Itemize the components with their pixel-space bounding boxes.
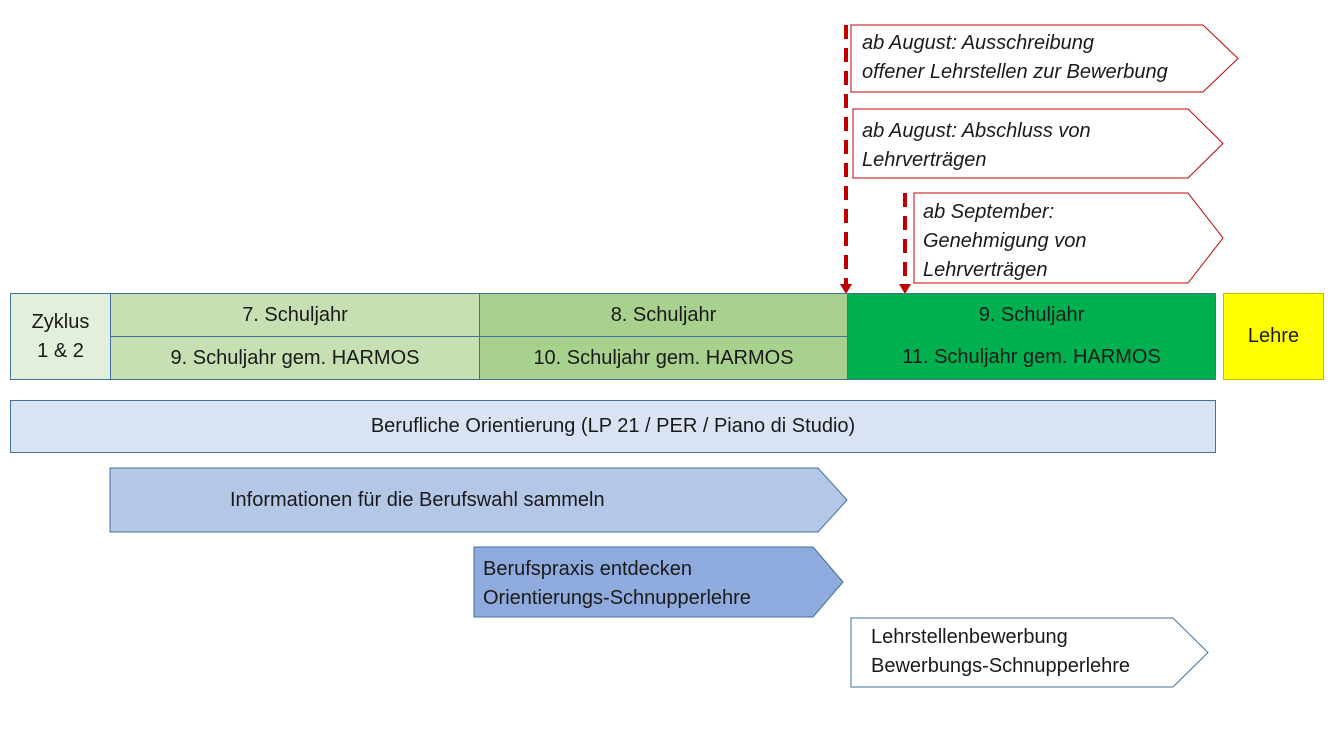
orientation-bar: Berufliche Orientierung (LP 21 / PER / P…	[10, 400, 1216, 453]
arrow-praxis-line2: Orientierungs-Schnupperlehre	[483, 587, 751, 609]
callout-abschluss-shape	[852, 108, 1224, 179]
arrow-bewerbung-line1: Lehrstellenbewerbung	[871, 626, 1068, 648]
timeline-cycle-line2: 1 & 2	[37, 339, 84, 362]
arrow-bewerbung-line2: Bewerbungs-Schnupperlehre	[871, 655, 1131, 677]
timeline-year8-top: 8. Schuljahr	[479, 293, 848, 337]
arrow-bewerbung-label: Lehrstellenbewerbung Bewerbungs-Schnuppe…	[871, 623, 1130, 681]
timeline-year7-top: 7. Schuljahr	[110, 293, 480, 337]
timeline-year9-bottom: 11. Schuljahr gem. HARMOS	[847, 336, 1216, 380]
timeline-cycle: Zyklus 1 & 2	[10, 293, 111, 380]
timeline-cycle-line1: Zyklus	[31, 310, 90, 333]
timeline-year7-bottom: 9. Schuljahr gem. HARMOS	[110, 336, 480, 380]
arrow-info-shape	[109, 467, 848, 533]
callout-ausschreibung-shape	[850, 24, 1239, 93]
arrow-info-label: Informationen für die Berufswahl sammeln	[230, 489, 605, 511]
callout-abschluss-line1: ab August: Abschluss von	[862, 120, 1091, 142]
callout-ausschreibung: ab August: Ausschreibung offener Lehrste…	[862, 29, 1168, 87]
marker-arrowhead-september	[899, 284, 911, 294]
callout-genehmigung-line3: Lehrverträgen	[923, 259, 1048, 281]
callout-genehmigung: ab September: Genehmigung von Lehrverträ…	[923, 198, 1086, 285]
marker-arrowhead-august	[840, 284, 852, 294]
timeline-year9-top: 9. Schuljahr	[847, 293, 1216, 337]
callout-genehmigung-shape	[913, 192, 1224, 284]
arrow-praxis-label: Berufspraxis entdecken Orientierungs-Sch…	[483, 555, 751, 613]
callout-abschluss: ab August: Abschluss von Lehrverträgen	[862, 117, 1091, 175]
callout-ausschreibung-line2: offener Lehrstellen zur Bewerbung	[862, 61, 1168, 83]
arrow-praxis-line1: Berufspraxis entdecken	[483, 558, 693, 580]
callout-genehmigung-line1: ab September:	[923, 201, 1055, 223]
timeline-lehre: Lehre	[1223, 293, 1324, 380]
arrow-praxis-shape	[473, 546, 844, 618]
callout-genehmigung-line2: Genehmigung von	[923, 230, 1087, 252]
arrow-bewerbung-shape	[850, 617, 1209, 688]
callout-abschluss-line2: Lehrverträgen	[862, 149, 987, 171]
callout-ausschreibung-line1: ab August: Ausschreibung	[862, 32, 1095, 54]
timeline-year8-bottom: 10. Schuljahr gem. HARMOS	[479, 336, 848, 380]
